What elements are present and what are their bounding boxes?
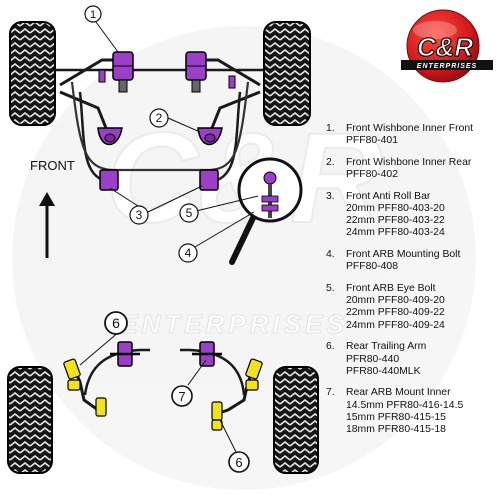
part-title: Rear Trailing Arm	[346, 341, 427, 353]
part-code: 24mm PFF80-409-24	[346, 319, 445, 331]
svg-text:1: 1	[90, 9, 96, 21]
rear-arb-bush-right	[192, 341, 222, 367]
watermark: C&R ENTERPRISES	[12, 26, 476, 490]
front-wishbone-bush-right	[185, 51, 207, 93]
front-wishbone-bush-left	[112, 51, 134, 93]
front-arb-bush-left	[99, 169, 119, 191]
part-code: PFR80-440MLK	[346, 365, 421, 377]
part-code: PFF80-401	[346, 135, 398, 147]
callout-leaders	[79, 21, 259, 453]
part-number: 4.	[326, 249, 335, 261]
part-code: 18mm PFR80-415-18	[346, 424, 446, 436]
part-code: 22mm PFF80-403-22	[346, 215, 445, 227]
callout-6-upper: 6	[104, 311, 128, 335]
svg-text:3: 3	[136, 208, 143, 222]
logo-tagline: ENTERPRISES	[417, 63, 477, 70]
rear-arb-bush-left	[110, 341, 140, 367]
svg-text:7: 7	[178, 389, 185, 404]
part-title: Front ARB Eye Bolt	[346, 283, 436, 295]
svg-text:5: 5	[186, 206, 193, 220]
logo-brand: C&R	[417, 32, 474, 62]
front-rear-bush-left	[97, 127, 123, 146]
svg-text:6: 6	[235, 455, 242, 470]
part-number: 3.	[326, 190, 335, 202]
svg-text:4: 4	[185, 246, 192, 260]
front-rear-bush-right	[197, 127, 223, 146]
part-title: Front Wishbone Inner Rear	[346, 156, 472, 168]
part-number: 6.	[326, 341, 335, 353]
front-arb-droplinks	[98, 69, 236, 89]
part-code: PFF80-402	[346, 169, 398, 181]
svg-text:2: 2	[156, 111, 163, 125]
part-code: PFR80-440	[346, 353, 400, 365]
part-code: 14.5mm PFR80-416-14.5	[346, 399, 464, 411]
callout-1: 1	[84, 5, 102, 23]
callout-2: 2	[149, 108, 169, 128]
part-code: 20mm PFF80-409-20	[346, 295, 445, 307]
part-title: Front Anti Roll Bar	[346, 190, 431, 202]
part-title: Rear ARB Mount Inner	[346, 387, 451, 399]
front-direction-arrow	[39, 192, 55, 258]
front-arb-bush-right	[199, 169, 219, 191]
part-code: 24mm PFF80-403-24	[346, 227, 445, 239]
front-direction-label: FRONT	[30, 158, 75, 173]
callout-4: 4	[178, 243, 198, 263]
callout-3: 3	[129, 205, 149, 225]
callout-5: 5	[179, 203, 199, 223]
front-anti-roll-bar	[70, 81, 250, 172]
front-left-wheel	[9, 21, 56, 126]
rear-right-wheel	[273, 366, 319, 474]
svg-text:6: 6	[112, 315, 120, 331]
rear-trailing-arm-bushes-left	[63, 358, 107, 417]
callout-6-lower: 6	[228, 451, 250, 473]
part-code: PFF80-408	[346, 261, 398, 273]
rear-anti-roll-bar	[83, 348, 246, 396]
part-code: 15mm PFR80-415-15	[346, 411, 446, 423]
part-code: 20mm PFF80-403-20	[346, 203, 445, 215]
part-number: 5.	[326, 283, 335, 295]
brand-logo: C&R ENTERPRISES	[401, 9, 493, 83]
callouts: 1 2 3 4 5 6 7 6	[84, 5, 250, 473]
part-title: Front Wishbone Inner Front	[346, 123, 474, 134]
part-title: Front ARB Mounting Bolt	[346, 249, 461, 261]
magnifier	[229, 157, 303, 265]
part-number: 1.	[326, 123, 335, 134]
part-code: 22mm PFF80-409-22	[346, 307, 445, 319]
rear-trailing-arm-bushes-right	[211, 358, 263, 431]
front-right-wheel	[263, 21, 311, 126]
part-number: 2.	[326, 156, 335, 168]
callout-7: 7	[171, 385, 193, 407]
rear-left-wheel	[7, 366, 53, 474]
part-number: 7.	[326, 387, 335, 399]
watermark-word: ENTERPRISES	[120, 309, 348, 339]
